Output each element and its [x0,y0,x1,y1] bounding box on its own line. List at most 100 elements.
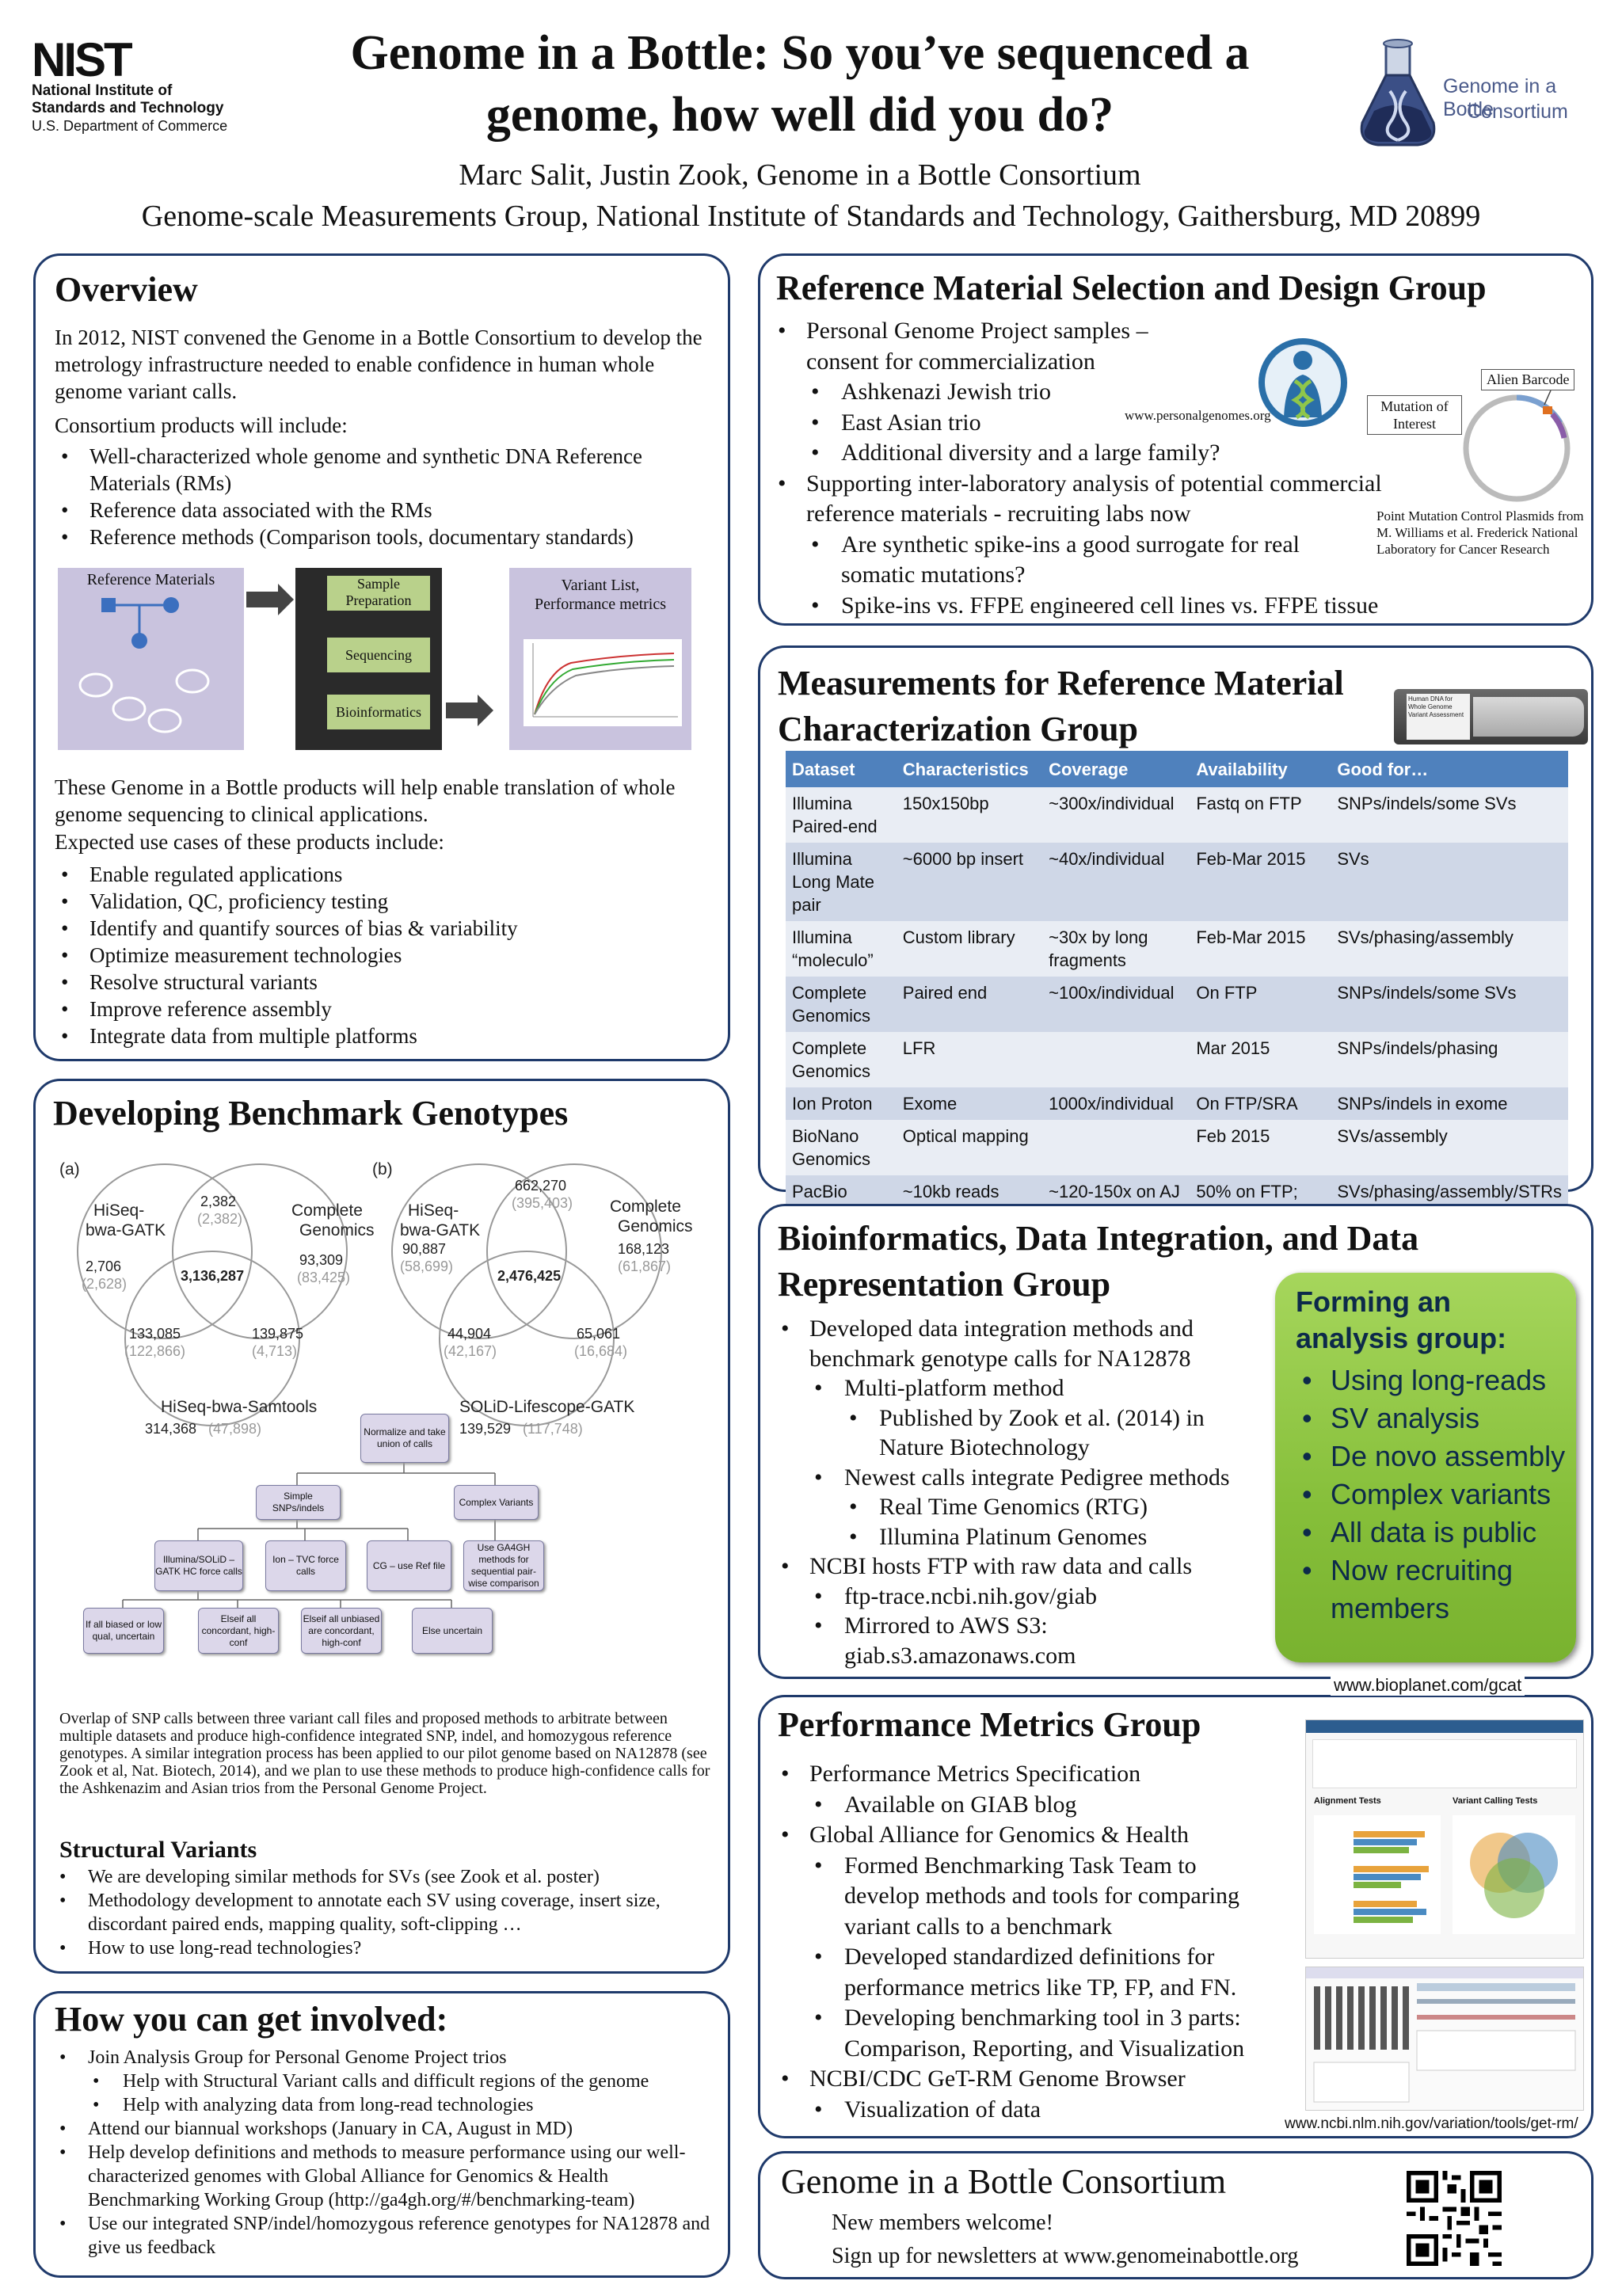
list-item: Are synthetic spike-ins a good surrogate… [771,530,1332,591]
venn-b-only2: 168,123 [618,1241,669,1257]
analysis-group-title: Forming an analysis group: [1296,1285,1507,1354]
venn-a-only1: 2,706 [86,1258,121,1274]
flow-node-simple: Simple SNPs/indels [256,1485,341,1520]
flowchart-connectors [122,1461,496,1608]
venn-a-set3-label: HiSeq-bwa-Samtools [161,1398,317,1416]
list-item: Optimize measurement technologies [55,942,712,969]
measurements-table: Dataset Characteristics Coverage Availab… [786,751,1568,1254]
pgp-logo-icon [1258,338,1347,427]
list-item: Personal Genome Project samples – consen… [771,316,1202,377]
list-item: Supporting inter-laboratory analysis of … [771,469,1456,530]
venn-b-only1-gray: (58,699) [400,1258,453,1274]
giab-logo-line1: Genome in a Bottle [1443,75,1557,120]
flow-node-complex: Complex Variants [454,1485,539,1520]
list-item: Now recruiting members [1296,1552,1573,1628]
venn-b-abc: 2,476,425 [497,1268,561,1284]
performance-plot-icon [524,639,682,726]
venn-a-only2: 93,309 [299,1252,343,1268]
overview-panel: Overview In 2012, NIST convened the Geno… [33,253,730,1061]
table-cell: Illumina Long Mate pair [786,843,897,921]
table-row: BioNano Genomics Optical mapping Feb 201… [786,1120,1568,1175]
sequencing-step: Sequencing [327,638,430,672]
flow-node-biased: If all biased or low qual, uncertain [83,1608,164,1654]
sample-prep-step: Sample Preparation [327,576,430,611]
table-cell: Feb 2015 [1190,1120,1331,1175]
dna-tube-label: Human DNA for Whole Genome Variant Asses… [1408,695,1464,718]
list-item: We are developing similar methods for SV… [53,1865,710,1889]
list-item: Resolve structural variants [55,969,712,996]
table-cell: SNPs/indels/some SVs [1331,977,1568,1032]
structural-variants-list: We are developing similar methods for SV… [53,1865,710,1960]
table-cell: Exome [896,1087,1043,1120]
table-row: Illumina Long Mate pair ~6000 bp insert … [786,843,1568,921]
column-header: Coverage [1042,751,1190,787]
list-item: Reference methods (Comparison tools, doc… [55,524,712,550]
venn-a-bc: 139,875 [252,1326,303,1342]
list-item: SV analysis [1296,1399,1573,1437]
performance-list: Performance Metrics Specification Availa… [775,1759,1266,2125]
venn-a-only3: 314,368 [145,1421,196,1437]
venn-a-set2-line1: Complete [291,1201,363,1220]
analysis-group-list: Using long-reads SV analysis De novo ass… [1296,1361,1573,1628]
table-cell: ~6000 bp insert [896,843,1043,921]
list-item: All data is public [1296,1514,1573,1552]
venn-b-set3-label: SOLiD-Lifescope-GATK [459,1398,634,1416]
arrow-right-icon [446,695,493,726]
list-item: Visualization of data [775,2095,1266,2126]
title-line2: genome, how well did you do? [485,88,1114,142]
overview-use-cases-list: Enable regulated applications Validation… [55,861,712,1049]
table-header-row: Dataset Characteristics Coverage Availab… [786,751,1568,787]
table-cell: Feb-Mar 2015 [1190,843,1331,921]
venn-a-abc: 3,136,287 [181,1268,244,1284]
involved-list: Join Analysis Group for Personal Genome … [53,2046,718,2260]
flow-node-normalize: Normalize and take union of calls [360,1414,449,1463]
table-cell: Optical mapping [896,1120,1043,1175]
benchmark-caption: Overlap of SNP calls between three varia… [59,1710,710,1797]
table-cell: Ion Proton [786,1087,897,1120]
genome-browser-icon [1306,1967,1583,2103]
list-item: Help with Structural Variant calls and d… [53,2069,718,2093]
table-cell: Illumina Paired-end [786,787,897,843]
flow-node-cg: CG – use Ref file [367,1540,451,1591]
venn-b-ab: 662,270 [515,1178,566,1194]
table-cell: Fastq on FTP [1190,787,1331,843]
refmat-list: Personal Genome Project samples – consen… [771,316,1382,621]
venn-b-set1-line2: bwa-GATK [400,1221,480,1239]
venn-a-only3-gray: (47,898) [208,1421,261,1437]
venn-b-set2-line1: Complete [610,1197,681,1216]
list-item: East Asian trio [771,408,1326,439]
overview-products-label: Consortium products will include: [55,413,348,437]
list-item: Developed standardized definitions for p… [775,1942,1272,2003]
authors: Marc Salit, Justin Zook, Genome in a Bot… [459,158,1141,192]
structural-variants-title: Structural Variants [59,1837,257,1863]
nist-line2: Standards and Technology [32,100,224,116]
involved-title: How you can get involved: [55,2000,448,2039]
giab-logo: Genome in a Bottle Consortium [1354,36,1592,154]
venn-b-only2-gray: (61,867) [618,1258,671,1274]
table-cell: 1000x/individual [1042,1087,1190,1120]
variant-calling-tests-label: Variant Calling Tests [1453,1796,1538,1806]
table-cell: Paired end [896,977,1043,1032]
table-cell: 150x150bp [896,787,1043,843]
overview-intro: In 2012, NIST convened the Genome in a B… [55,326,702,403]
gcat-url: www.bioplanet.com/gcat [1331,1675,1525,1696]
list-item: Well-characterized whole genome and synt… [55,443,712,497]
list-item: Reference data associated with the RMs [55,497,712,524]
bioinformatics-title-line2: Representation Group [778,1265,1111,1304]
table-row: Ion Proton Exome 1000x/individual On FTP… [786,1087,1568,1120]
bar-chart-icon [1314,1815,1441,1934]
venn-a-panel-label: (a) [59,1160,80,1178]
list-item: Newest calls integrate Pedigree methods [775,1463,1234,1493]
list-item: Spike-ins vs. FFPE engineered cell lines… [771,591,1491,622]
nist-line1: National Institute of [32,82,173,99]
list-item: Developed data integration methods and b… [775,1314,1234,1373]
table-cell: ~300x/individual [1042,787,1190,843]
involved-panel: How you can get involved: Join Analysis … [33,1991,730,2278]
page-title: Genome in a Bottle: So you’ve sequenced … [285,22,1315,146]
benchmark-title: Developing Benchmark Genotypes [53,1094,569,1133]
table-cell: SVs/assembly [1331,1120,1568,1175]
consortium-line1: New members welcome! [832,2210,1053,2235]
list-item: Help with analyzing data from long-read … [53,2093,718,2117]
performance-title: Performance Metrics Group [778,1705,1201,1744]
table-cell: ~30x by long fragments [1042,921,1190,977]
